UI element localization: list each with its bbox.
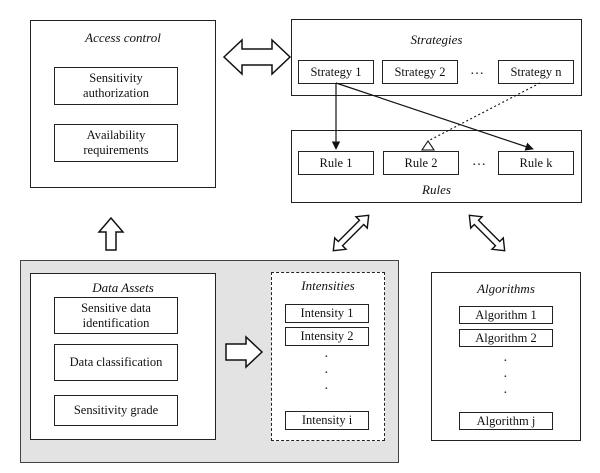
sensitivity-authorization-box: Sensitivity authorization [54, 67, 178, 105]
double-arrow-intensities-rules [332, 214, 370, 252]
rules-ellipsis: … [472, 154, 486, 169]
strategies-title: Strategies [410, 32, 463, 47]
algorithms-box: Algorithms Algorithm 1 Algorithm 2 · · ·… [431, 272, 581, 441]
strategy-n-box: Strategy n [498, 60, 574, 84]
up-arrow-data-to-access [97, 216, 125, 251]
arrow-strategy1-rulek [335, 82, 534, 151]
strategies-box: Strategies Strategy 1 Strategy 2 … Strat… [291, 19, 582, 96]
double-arrow-rules-algorithms [468, 214, 506, 252]
intensity-2-box: Intensity 2 [285, 327, 369, 346]
rules-title: Rules [422, 182, 451, 197]
strategy-2-box: Strategy 2 [382, 60, 458, 84]
strategy-1-box: Strategy 1 [298, 60, 374, 84]
double-arrow-access-strategies [222, 38, 292, 76]
algorithms-vdot-3: · [503, 386, 508, 401]
intensity-1-box: Intensity 1 [285, 304, 369, 323]
hollow-triangle-rule2 [420, 140, 436, 151]
rules-box: Rule 1 Rule 2 … Rule k Rules [291, 130, 582, 203]
availability-requirements-box: Availability requirements [54, 124, 178, 162]
data-classification-box: Data classification [54, 344, 178, 381]
sensitive-data-identification-box: Sensitive data identification [54, 297, 178, 334]
algorithm-j-box: Algorithm j [459, 412, 553, 430]
intensities-box: Intensities Intensity 1 Intensity 2 · · … [271, 272, 385, 441]
intensities-vdot-1: · [324, 350, 329, 365]
rule-2-box: Rule 2 [383, 151, 459, 175]
rule-1-box: Rule 1 [298, 151, 374, 175]
algorithms-vdot-2: · [503, 370, 508, 385]
right-arrow-data-to-intensities [225, 335, 264, 369]
access-control-box: Access control Sensitivity authorization… [30, 20, 216, 188]
intensities-vdot-2: · [324, 366, 329, 381]
data-assets-title: Data Assets [92, 280, 154, 295]
algorithms-vdot-1: · [503, 354, 508, 369]
data-assets-box: Data Assets Sensitive data identificatio… [30, 273, 216, 440]
algorithms-title: Algorithms [477, 281, 535, 296]
intensities-title: Intensities [301, 278, 355, 293]
intensity-i-box: Intensity i [285, 411, 369, 430]
algorithm-2-box: Algorithm 2 [459, 329, 553, 347]
strategies-ellipsis: … [470, 63, 484, 78]
access-control-title: Access control [85, 30, 161, 45]
sensitivity-grade-box: Sensitivity grade [54, 395, 178, 426]
algorithm-1-box: Algorithm 1 [459, 306, 553, 324]
intensities-vdot-3: · [324, 382, 329, 397]
dotted-line-strategyn-rule2 [427, 82, 541, 142]
rule-k-box: Rule k [498, 151, 574, 175]
